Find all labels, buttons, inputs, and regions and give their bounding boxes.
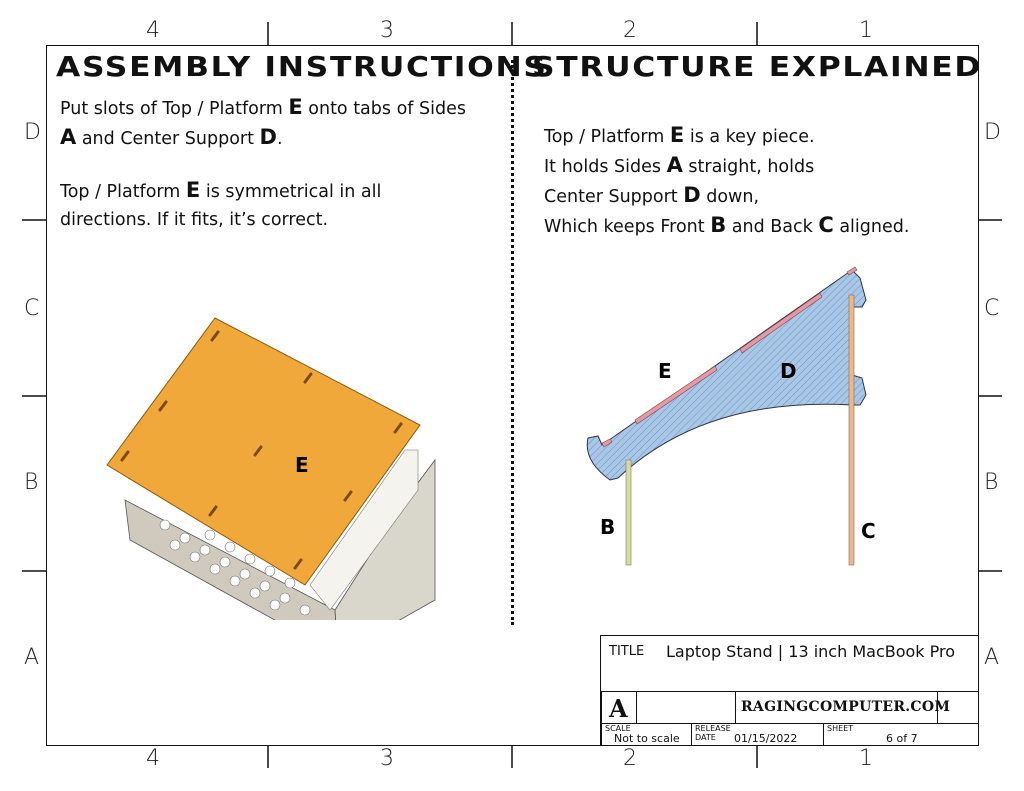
section-divider [511, 60, 514, 625]
stand-body [124, 449, 436, 620]
back-c [848, 294, 855, 566]
zone-row-c-left: C [24, 296, 40, 321]
zone-col-1-top: 1 [859, 18, 873, 43]
assembly-paragraph-2: Top / Platform E is symmetrical in all d… [60, 176, 510, 234]
label-b: B [600, 515, 615, 539]
platform-label: E [295, 453, 309, 477]
part-label: C [818, 213, 834, 237]
text: directions. If it fits, it’s correct. [60, 210, 329, 230]
zone-row-a-right: A [984, 645, 1000, 670]
release-label: RELEASE [695, 724, 731, 733]
zone-col-2-top: 2 [623, 18, 637, 43]
blank-cell [636, 691, 736, 724]
front-b [625, 459, 632, 566]
zone-col-4-top: 4 [146, 18, 160, 43]
company-name: RAGINGCOMPUTER.COM [741, 699, 951, 715]
part-label: E [669, 123, 685, 147]
sheet-cell: SHEET 6 of 7 [823, 723, 979, 745]
zone-col-3-top: 3 [380, 18, 394, 43]
drawing-frame [46, 45, 979, 746]
date-label: DATE [695, 733, 716, 742]
zone-row-b-right: B [984, 470, 999, 495]
text: Top / Platform [60, 182, 186, 202]
text: is symmetrical in all [200, 182, 382, 202]
sheet-label: SHEET [827, 724, 854, 733]
part-label: E [288, 95, 303, 119]
part-label: D [259, 125, 277, 149]
part-label: A [666, 153, 683, 177]
assembly-paragraph-1: Put slots of Top / Platform E onto tabs … [60, 93, 510, 153]
title-block: TITLE Laptop Stand | 13 inch MacBook Pro… [600, 635, 979, 745]
zone-col-2-bottom: 2 [623, 746, 637, 771]
text: It holds Sides [544, 157, 667, 177]
blank-cell [937, 691, 979, 724]
text: straight, holds [682, 157, 815, 177]
company-cell: RAGINGCOMPUTER.COM [735, 691, 950, 724]
size-value: A [609, 694, 628, 723]
text: aligned. [833, 217, 910, 237]
text: onto tabs of Sides [302, 99, 466, 119]
platform-e [106, 317, 421, 586]
scale-cell: SCALE Not to scale [601, 723, 692, 745]
zone-row-b-left: B [24, 470, 39, 495]
zone-col-4-bottom: 4 [146, 746, 160, 771]
platform-slots [120, 330, 403, 570]
part-label: D [683, 183, 701, 207]
assembly-isometric-figure: E [106, 317, 436, 620]
zone-col-1-bottom: 1 [859, 746, 873, 771]
text: . [276, 129, 283, 149]
assembly-heading: ASSEMBLY INSTRUCTIONS [56, 50, 548, 83]
text: down, [700, 187, 760, 207]
text: and Back [726, 217, 819, 237]
label-e: E [658, 359, 672, 383]
size-cell: A [601, 691, 637, 724]
sheet-value: 6 of 7 [886, 732, 918, 745]
part-label: E [185, 178, 201, 202]
scale-label: SCALE [605, 724, 631, 733]
part-label: A [60, 125, 77, 149]
zone-row-d-left: D [24, 120, 41, 145]
drawing-title: Laptop Stand | 13 inch MacBook Pro [666, 642, 956, 661]
center-support-d [586, 269, 867, 481]
zone-col-3-bottom: 3 [380, 746, 394, 771]
text: is a key piece. [684, 127, 815, 147]
structure-paragraph: Top / Platform E is a key piece. It hold… [544, 121, 964, 241]
zone-row-c-right: C [984, 296, 1000, 321]
text: Center Support [544, 187, 684, 207]
part-label: B [710, 213, 727, 237]
label-d: D [780, 359, 797, 383]
release-date-cell: RELEASE DATE 01/15/2022 [691, 723, 824, 745]
structure-heading: STRUCTURE EXPLAINED [532, 50, 983, 83]
structure-section-figure: E D B C [586, 266, 876, 566]
platform-e-section [601, 266, 858, 448]
zone-row-d-right: D [984, 120, 1001, 145]
text: Put slots of Top / Platform [60, 99, 289, 119]
text: Top / Platform [544, 127, 670, 147]
zone-row-a-left: A [24, 645, 40, 670]
title-label: TITLE [609, 644, 645, 659]
text: and Center Support [76, 129, 260, 149]
text: Which keeps Front [544, 217, 711, 237]
label-c: C [861, 519, 876, 543]
release-date: 01/15/2022 [734, 732, 798, 745]
title-row: TITLE Laptop Stand | 13 inch MacBook Pro [601, 636, 978, 692]
scale-value: Not to scale [614, 732, 680, 745]
